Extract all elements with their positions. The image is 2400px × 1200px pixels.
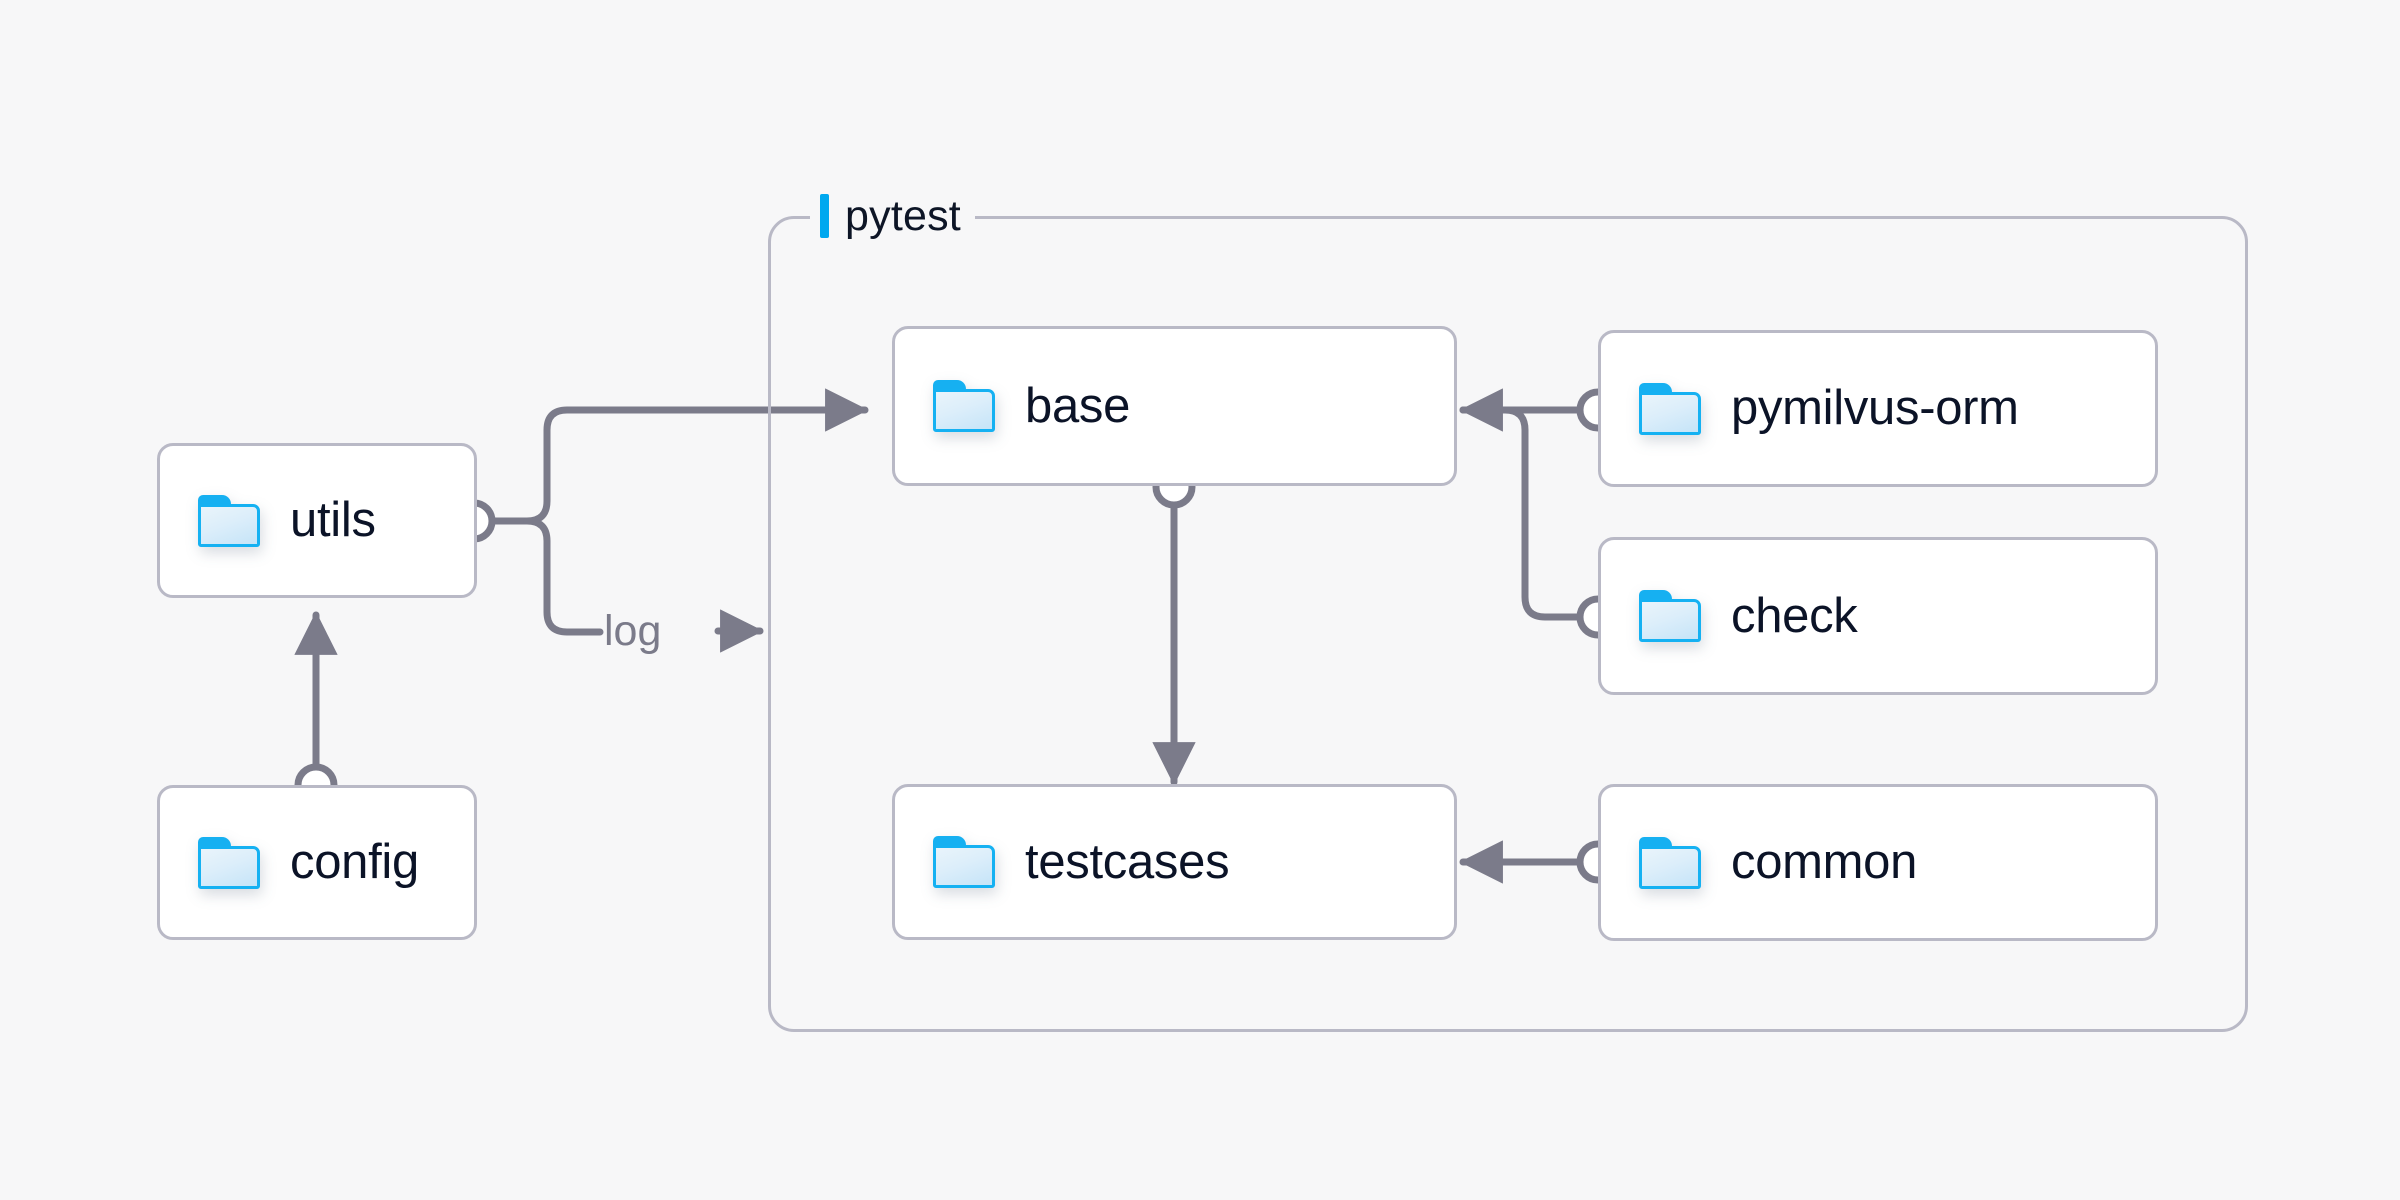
edge-utils-to-pytest-log (523, 517, 604, 636)
pytest-group-container[interactable] (768, 216, 2248, 1032)
edge-label-log: log (604, 607, 662, 655)
folder-icon (933, 380, 995, 432)
node-check[interactable]: check (1598, 537, 2158, 695)
folder-icon (198, 494, 260, 547)
folder-icon (1639, 590, 1701, 642)
node-utils[interactable]: utils (157, 443, 477, 598)
node-common[interactable]: common (1598, 784, 2158, 941)
node-base[interactable]: base (892, 326, 1457, 486)
folder-icon (933, 836, 995, 888)
pytest-group-title: pytest (845, 191, 961, 240)
pytest-group-label: pytest (810, 188, 975, 244)
node-pymilvus-orm[interactable]: pymilvus-orm (1598, 330, 2158, 487)
folder-icon (198, 836, 260, 889)
node-label-testcases: testcases (1025, 834, 1230, 889)
accent-bar-icon (820, 194, 829, 238)
node-testcases[interactable]: testcases (892, 784, 1457, 940)
node-label-config: config (290, 835, 419, 889)
node-label-base: base (1025, 378, 1131, 433)
node-label-common: common (1731, 835, 1918, 889)
node-config[interactable]: config (157, 785, 477, 940)
node-label-pymilvus-orm: pymilvus-orm (1731, 381, 2019, 435)
folder-icon (1639, 836, 1701, 889)
folder-icon (1639, 382, 1701, 435)
node-label-check: check (1731, 588, 1858, 643)
node-label-utils: utils (290, 493, 376, 547)
